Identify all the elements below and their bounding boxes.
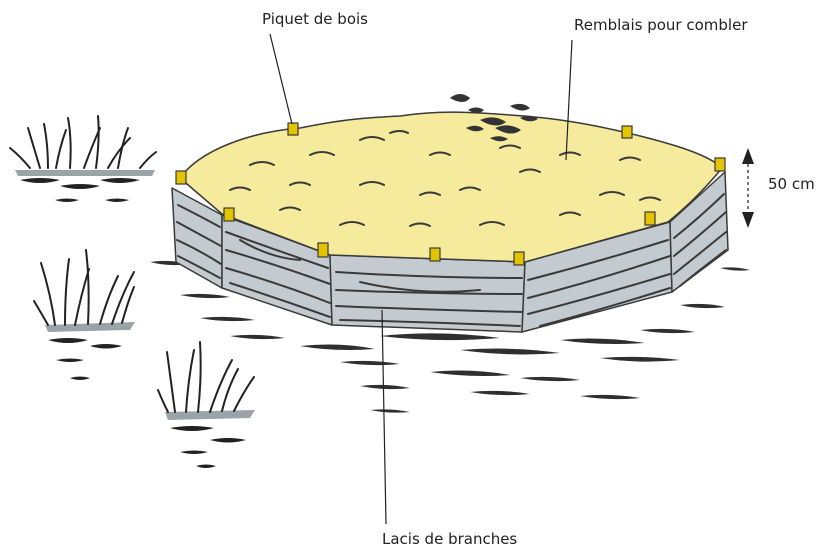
label-branch-weave: Lacis de branches <box>382 532 517 547</box>
reed-clump-lower <box>158 342 255 468</box>
reed-clump-mid-left <box>34 250 135 380</box>
double-headed-vertical-arrow-icon <box>742 148 754 228</box>
leader-line-stake <box>270 34 292 124</box>
reed-clump-top-left <box>10 116 156 202</box>
leader-line-branches <box>382 310 386 524</box>
label-wooden-stake: Piquet de bois <box>262 12 368 27</box>
label-fill: Remblais pour combler <box>574 18 747 33</box>
label-height: 50 cm <box>768 177 815 192</box>
